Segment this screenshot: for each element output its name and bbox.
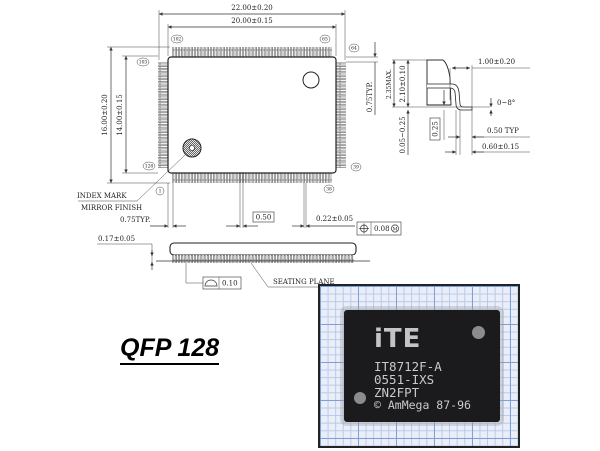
coplanarity-frame: 0.10 [202, 276, 242, 290]
overall-height-label: 16.00±0.20 [101, 94, 109, 136]
pin-label-128: 128 [145, 164, 154, 170]
body-width-dimension: 20.00±0.15 [167, 17, 337, 56]
angle-label: 0~8° [497, 99, 515, 107]
overall-width-label: 22.00±0.20 [231, 4, 273, 12]
package-body [167, 56, 337, 174]
lead-pitch-edge-label: 0.75TYP. [120, 216, 150, 224]
coplanarity-value: 0.10 [222, 280, 238, 288]
position-icon [359, 223, 369, 234]
foot-length-label: 0.60±0.15 [482, 143, 519, 151]
chip-body: iTE IT8712F-A 0551-IXS ZN2FPT © AmMega 8… [344, 310, 500, 422]
lead-width-label: 0.22±0.05 [316, 215, 353, 223]
overall-height-dimension: 16.00±0.20 [101, 46, 170, 184]
position-tolerance-value: 0.08 [374, 225, 390, 233]
ejector-mark-icon [302, 71, 320, 89]
chip-part-number: IT8712F-A [374, 359, 442, 374]
pitch-label: 0.50 [256, 214, 272, 222]
right-pins [336, 62, 346, 168]
profile-surface-icon [204, 279, 218, 287]
foot-typ-label: 0.50 TYP [487, 127, 519, 135]
side-view-body [169, 242, 357, 256]
pin-label-39: 39 [353, 165, 359, 171]
side-offset-dimension: 0.75TYP. [346, 42, 378, 115]
seating-plane-label: SEATING PLANE [273, 278, 335, 286]
pin1-dimple-icon [472, 326, 485, 339]
pin-labels: 102 65 64 103 128 39 1 38 [136, 34, 362, 196]
chip-lot-code: ZN2FPT [374, 385, 420, 400]
ite-logo: iTE [374, 324, 422, 354]
side-offset-label: 0.75TYP. [366, 82, 374, 112]
standoff-label: 0.05~0.25 [399, 116, 407, 153]
pin-label-64: 64 [351, 46, 357, 52]
chip-photo: iTE IT8712F-A 0551-IXS ZN2FPT © AmMega 8… [318, 284, 520, 448]
mmc-modifier: M [392, 226, 397, 232]
overall-width-dimension: 22.00±0.20 [158, 4, 346, 60]
package-title: QFP 128 [120, 334, 220, 365]
pin-label-102: 102 [173, 37, 182, 43]
body-height-dimension: 14.00±0.15 [116, 55, 158, 174]
gauge-label: 0.25 [432, 121, 440, 137]
chip-date-code: 0551-IXS [374, 372, 435, 387]
mirror-finish-label: MIRROR FINISH [81, 204, 142, 212]
body-width-label: 20.00±0.15 [231, 17, 273, 25]
side-view-leads [172, 255, 354, 263]
max-height-label: 2.35MAX. [386, 69, 393, 99]
top-pins [172, 47, 332, 57]
ejector-dimple-icon [354, 392, 366, 404]
position-tolerance-frame: 0.08 M [356, 221, 402, 236]
pin-label-38: 38 [326, 187, 332, 193]
pin-label-65: 65 [322, 37, 328, 43]
left-pins [158, 62, 168, 168]
standoff-thickness-label: 0.17±0.05 [98, 235, 135, 243]
chip-copyright: © AmMega 87-96 [374, 398, 471, 412]
lead-length-label: 1.00±0.20 [478, 58, 515, 66]
bottom-pins [172, 173, 332, 183]
pin-label-1: 1 [159, 189, 162, 195]
pitch-box [252, 211, 275, 223]
pin-label-103: 103 [139, 60, 148, 66]
lead-profile-detail: 2.35MAX. 2.10±0.10 1.00±0.20 0~8° 0.25 0… [386, 58, 530, 155]
body-height-label: 14.00±0.15 [116, 94, 124, 136]
body-thickness-label: 2.10±0.10 [399, 65, 407, 102]
index-mark-label: INDEX MARK [77, 192, 127, 200]
index-mark-leader [78, 154, 186, 202]
